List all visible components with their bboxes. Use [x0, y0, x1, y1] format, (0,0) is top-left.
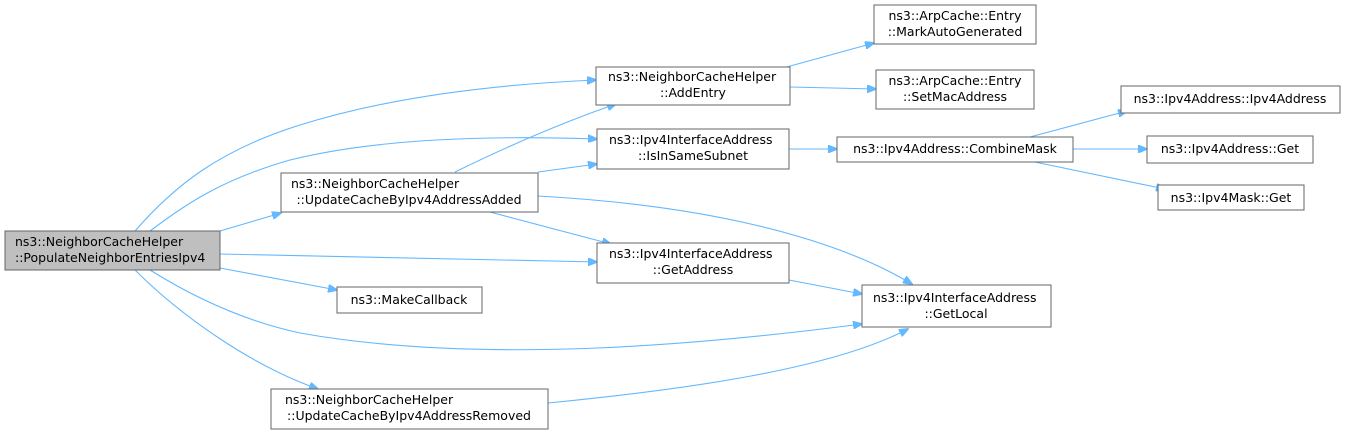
node-get-local[interactable]: ns3::Ipv4InterfaceAddress ::GetLocal	[861, 284, 1052, 328]
node-label-line: ns3::Ipv4Address::Ipv4Address	[1134, 91, 1327, 106]
edge-combine-mask-to-ipv4address-ctor	[1029, 111, 1127, 138]
node-set-mac-address[interactable]: ns3::ArpCache::Entry ::SetMacAddress	[875, 69, 1035, 110]
edge-update-added-to-is-in-same-subnet	[537, 164, 597, 173]
node-label-line: ::PopulateNeighborEntriesIpv4	[15, 250, 205, 265]
edge-combine-mask-to-ipv4mask-get	[1029, 160, 1165, 189]
node-label-line: ::AddEntry	[660, 85, 726, 100]
node-label-line: ns3::Ipv4InterfaceAddress	[609, 246, 773, 261]
node-label-line: ::SetMacAddress	[903, 89, 1007, 104]
node-label-line: ::UpdateCacheByIpv4AddressAdded	[296, 192, 521, 207]
node-label-line: ns3::Ipv4Mask::Get	[1171, 190, 1292, 205]
node-label-line: ns3::NeighborCacheHelper	[291, 176, 460, 191]
node-label-line: ns3::Ipv4InterfaceAddress	[873, 290, 1037, 305]
edge-root-to-get-local	[149, 269, 862, 351]
edge-root-to-get-address	[219, 253, 597, 262]
edge-update-added-to-get-local	[537, 195, 912, 284]
node-ipv4mask-get[interactable]: ns3::Ipv4Mask::Get	[1157, 184, 1305, 211]
edge-add-entry-to-mark-auto	[782, 43, 874, 69]
edge-update-added-to-add-entry	[454, 104, 616, 173]
node-label-line: ns3::MakeCallback	[351, 292, 469, 307]
node-is-in-same-subnet[interactable]: ns3::Ipv4InterfaceAddress ::IsInSameSubn…	[596, 128, 790, 170]
edge-root-to-update-removed	[134, 269, 318, 389]
node-label-line: ::GetAddress	[653, 262, 733, 277]
node-make-callback[interactable]: ns3::MakeCallback	[336, 286, 483, 314]
node-label-line: ns3::NeighborCacheHelper	[15, 234, 184, 249]
node-label-line: ns3::Ipv4Address::CombineMask	[853, 141, 1058, 156]
node-update-cache-by-ipv4-address-added[interactable]: ns3::NeighborCacheHelper ::UpdateCacheBy…	[280, 172, 539, 213]
node-ipv4address-get[interactable]: ns3::Ipv4Address::Get	[1146, 135, 1314, 164]
node-label-line: ns3::Ipv4Address::Get	[1161, 141, 1299, 156]
node-label-line: ::GetLocal	[924, 306, 987, 321]
node-label-line: ns3::ArpCache::Entry	[889, 73, 1023, 88]
node-label-line: ns3::ArpCache::Entry	[889, 8, 1023, 23]
node-add-entry[interactable]: ns3::NeighborCacheHelper ::AddEntry	[595, 66, 791, 106]
edges	[134, 43, 1165, 404]
edge-root-to-update-added	[219, 213, 281, 232]
node-label-line: ns3::Ipv4InterfaceAddress	[609, 132, 773, 147]
node-label-line: ::UpdateCacheByIpv4AddressRemoved	[287, 408, 531, 423]
edge-root-to-make-callback	[219, 267, 337, 290]
nodes: ns3::NeighborCacheHelper ::PopulateNeigh…	[4, 4, 1341, 430]
node-label-line: ns3::NeighborCacheHelper	[285, 392, 454, 407]
node-label-line: ns3::NeighborCacheHelper	[608, 69, 777, 84]
node-update-cache-by-ipv4-address-removed[interactable]: ns3::NeighborCacheHelper ::UpdateCacheBy…	[270, 388, 549, 430]
node-label-line: ::MarkAutoGenerated	[888, 24, 1023, 39]
edge-get-address-to-get-local	[788, 279, 862, 294]
node-mark-auto-generated[interactable]: ns3::ArpCache::Entry ::MarkAutoGenerated	[873, 4, 1037, 45]
edge-update-added-to-get-address	[489, 211, 611, 244]
node-get-address[interactable]: ns3::Ipv4InterfaceAddress ::GetAddress	[596, 242, 790, 284]
node-ipv4address-ipv4address[interactable]: ns3::Ipv4Address::Ipv4Address	[1120, 85, 1341, 114]
edge-root-to-add-entry	[134, 80, 596, 232]
node-label-line: ::IsInSameSubnet	[638, 148, 748, 163]
node-populate-neighbor-entries-ipv4[interactable]: ns3::NeighborCacheHelper ::PopulateNeigh…	[4, 230, 221, 271]
node-combine-mask[interactable]: ns3::Ipv4Address::CombineMask	[836, 136, 1074, 163]
edge-root-to-is-in-same-subnet	[149, 138, 597, 232]
edge-add-entry-to-set-mac	[789, 87, 876, 89]
edge-update-removed-to-get-local	[547, 329, 908, 404]
